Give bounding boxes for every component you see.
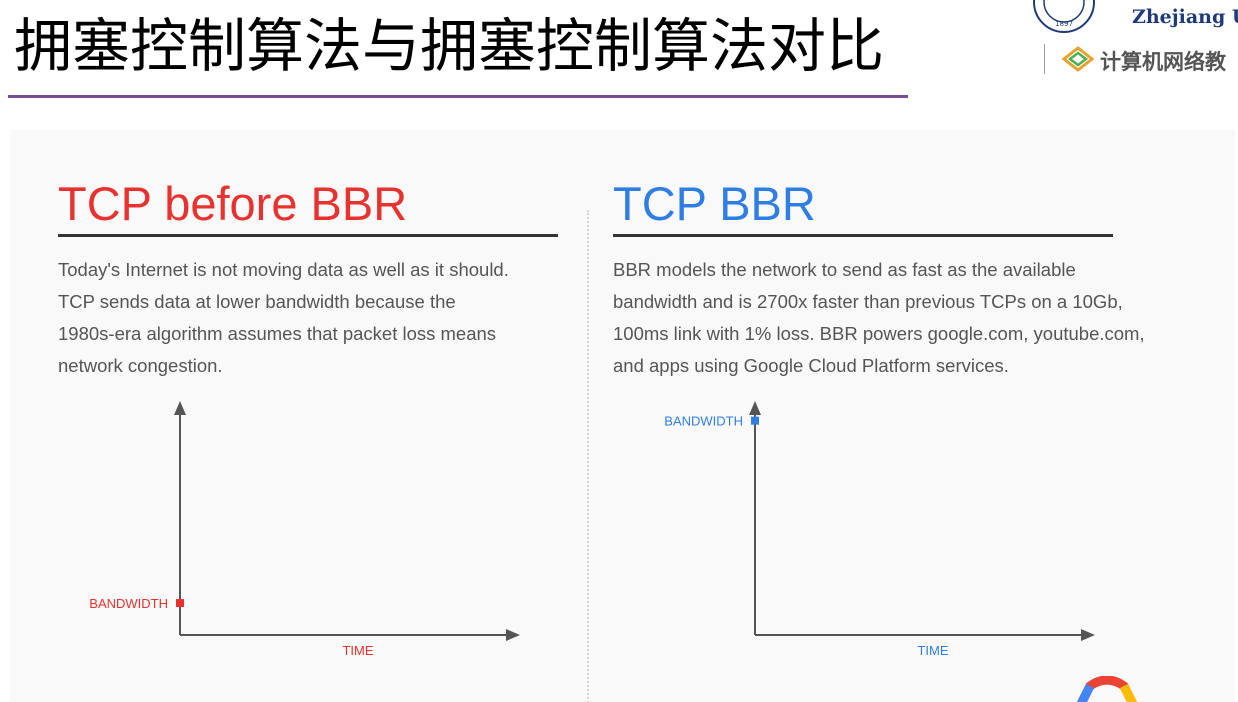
before-bbr-heading: TCP before BBR xyxy=(58,177,408,230)
header-logo-area: 1897 Zhejiang U 计算机网络教 xyxy=(1030,0,1238,90)
data-point xyxy=(751,416,759,425)
logo-divider xyxy=(1044,44,1045,74)
course-name: 计算机网络教 xyxy=(1100,50,1226,74)
bbr-chart: BANDWIDTH TIME xyxy=(664,401,1095,658)
university-seal-icon: 1897 xyxy=(1033,0,1095,33)
before-bbr-chart: BANDWIDTH TIME xyxy=(89,401,520,658)
y-axis-arrow-icon xyxy=(174,401,186,415)
panel-divider xyxy=(587,210,589,702)
bbr-heading: TCP BBR xyxy=(613,177,816,230)
before-bbr-panel: TCP before BBR Today's Internet is not m… xyxy=(58,130,568,702)
x-axis-arrow-icon xyxy=(1081,629,1095,641)
x-axis-label: TIME xyxy=(917,643,948,658)
y-axis-arrow-icon xyxy=(749,401,761,415)
google-cloud-logo-icon xyxy=(1076,676,1138,702)
x-axis-label: TIME xyxy=(342,643,373,658)
y-axis-label: BANDWIDTH xyxy=(664,414,743,429)
data-point xyxy=(176,599,184,608)
title-underline xyxy=(8,95,908,98)
x-axis-arrow-icon xyxy=(506,629,520,641)
y-axis-label: BANDWIDTH xyxy=(89,596,168,611)
bbr-description: BBR models the network to send as fast a… xyxy=(613,259,1145,376)
seal-year: 1897 xyxy=(1055,20,1073,28)
bbr-comparison-figure: TCP before BBR Today's Internet is not m… xyxy=(10,130,1235,702)
before-bbr-heading-rule xyxy=(58,234,558,237)
bbr-heading-rule xyxy=(613,234,1113,237)
bbr-panel: TCP BBR BBR models the network to send a… xyxy=(613,130,1213,702)
university-name: Zhejiang U xyxy=(1132,6,1238,28)
slide-title: 拥塞控制算法与拥塞控制算法对比 xyxy=(14,12,885,80)
before-bbr-description: Today's Internet is not moving data as w… xyxy=(58,259,509,376)
course-diamond-icon xyxy=(1062,46,1094,72)
